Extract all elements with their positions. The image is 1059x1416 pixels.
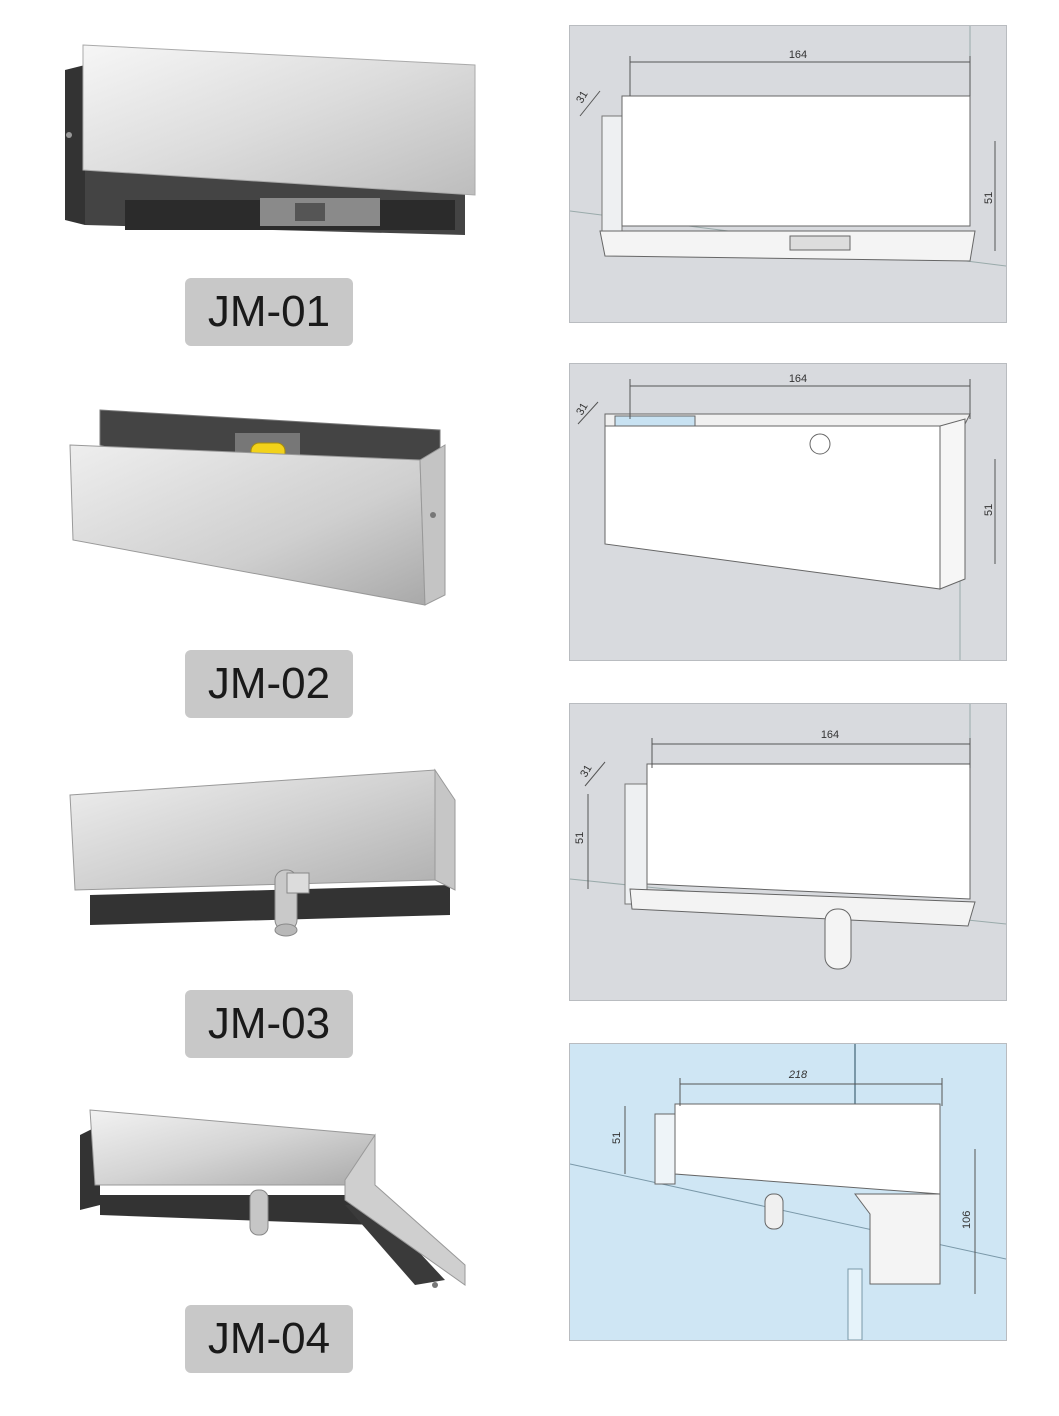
model-label: JM-01 — [185, 278, 353, 346]
dim-depth: 31 — [574, 89, 591, 106]
technical-drawing-jm-04: 218 51 106 — [569, 1043, 1007, 1341]
product-photo-jm-04 — [75, 1105, 495, 1295]
dim-length: 164 — [821, 729, 839, 741]
model-label: JM-03 — [185, 990, 353, 1058]
dim-depth: 51 — [611, 1132, 623, 1144]
dim-height: 51 — [574, 832, 586, 844]
product-photo-jm-01 — [55, 40, 485, 250]
dim-depth: 31 — [574, 401, 591, 418]
technical-drawing-jm-01: 164 31 51 — [569, 25, 1007, 323]
dim-depth: 31 — [578, 763, 595, 780]
dim-length: 164 — [789, 373, 807, 385]
dim-height: 106 — [961, 1211, 973, 1229]
dim-height: 51 — [983, 192, 995, 204]
model-label: JM-04 — [185, 1305, 353, 1373]
dim-length: 218 — [788, 1069, 808, 1081]
dim-length: 164 — [789, 49, 807, 61]
technical-drawing-jm-03: 164 31 51 — [569, 703, 1007, 1001]
product-photo-jm-03 — [65, 765, 465, 950]
model-label: JM-02 — [185, 650, 353, 718]
technical-drawing-jm-02: 164 31 51 — [569, 363, 1007, 661]
product-photo-jm-02 — [65, 405, 465, 615]
dim-height: 51 — [983, 504, 995, 516]
